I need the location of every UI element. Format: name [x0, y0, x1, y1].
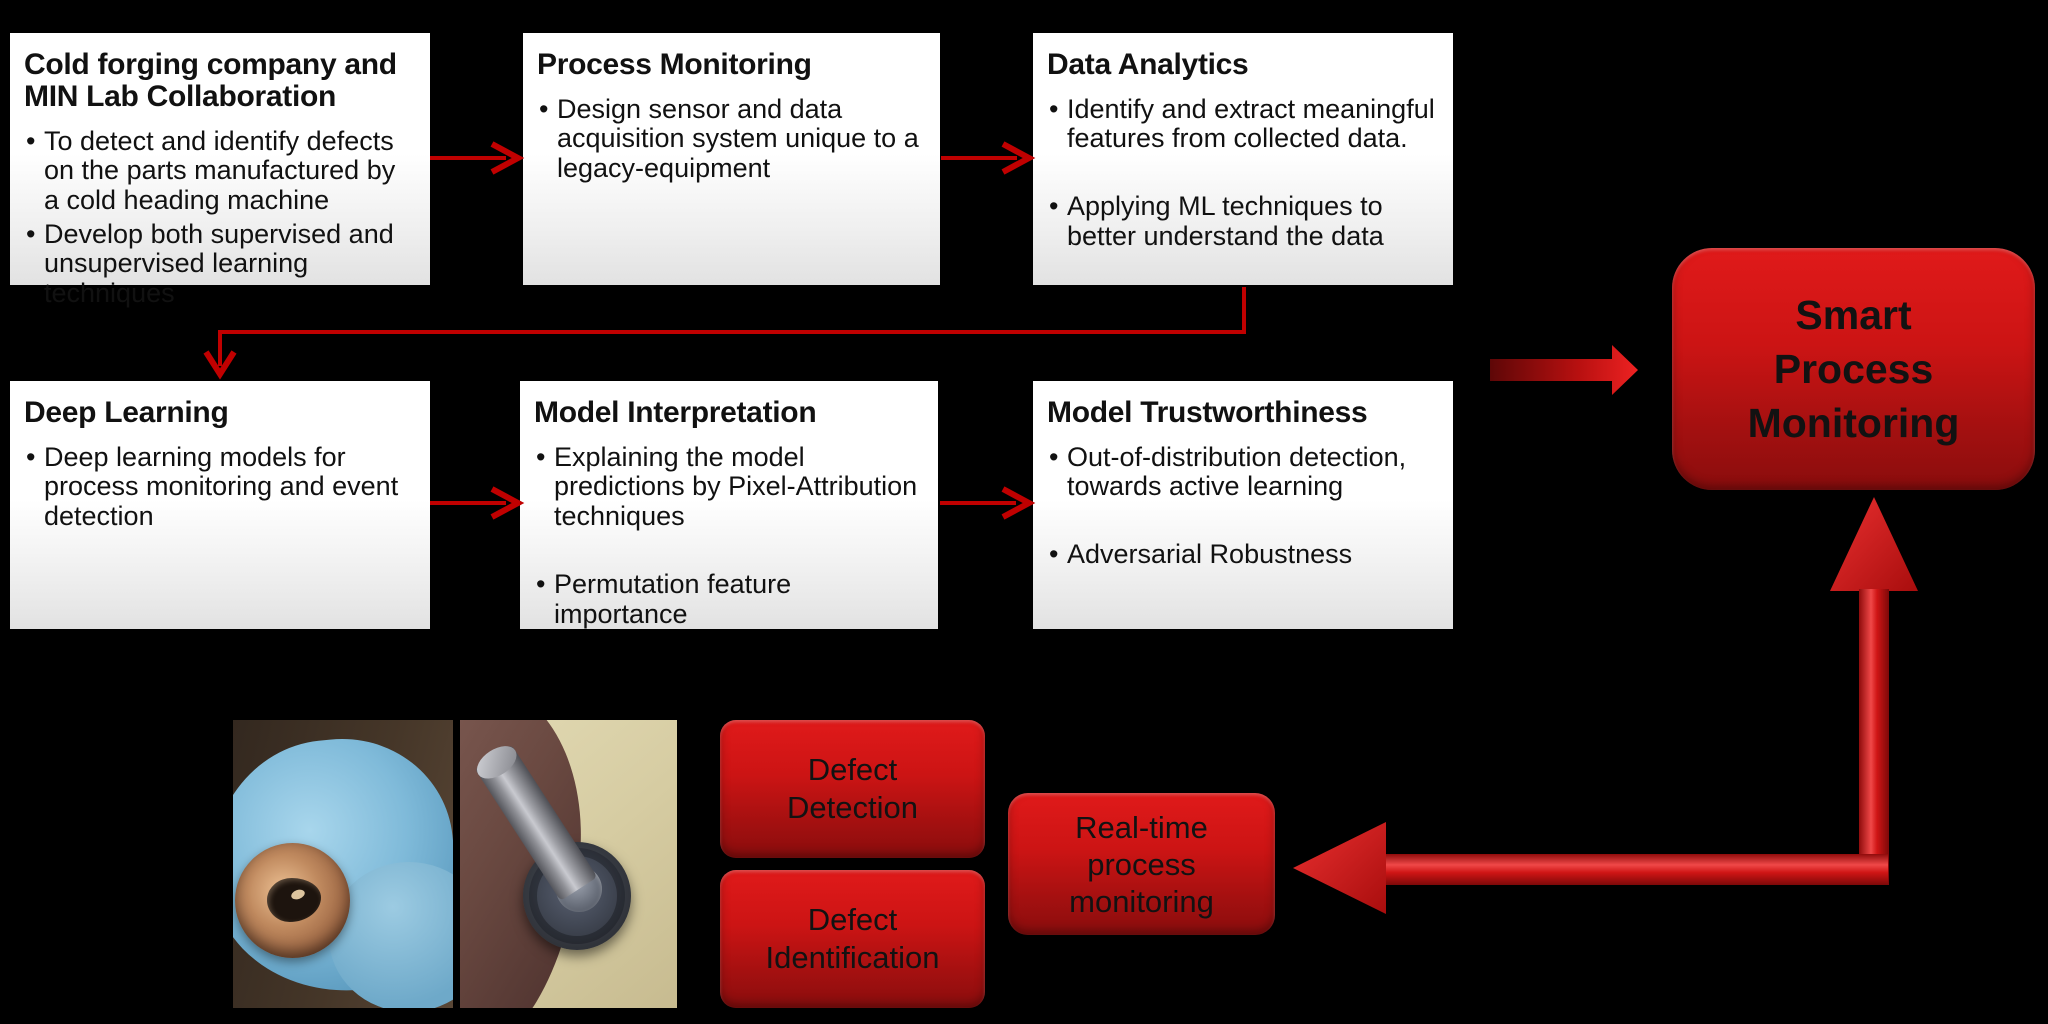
flow-box-title: Deep Learning: [24, 396, 229, 429]
flow-box-data-analytics: Data Analytics Identify and extract mean…: [1033, 33, 1453, 285]
node-line: Identification: [765, 940, 940, 975]
node-realtime-process-monitoring: Real-time process monitoring: [1008, 793, 1275, 935]
arrowhead-collab-to-process: [490, 141, 525, 175]
flow-box-bullet: Design sensor and data acquisition syste…: [537, 94, 926, 184]
photo-stripped-screw-in-blue-glove: [233, 720, 453, 1008]
connector-analytics-to-deep: [218, 287, 1246, 366]
blue-glove-fold: [329, 862, 453, 1008]
flow-box-bullet: Explaining the model predictions by Pixe…: [534, 442, 924, 532]
node-defect-identification: Defect Identification: [720, 870, 985, 1008]
node-line: Real-time: [1075, 809, 1208, 845]
node-line: Monitoring: [1747, 400, 1960, 446]
block-arrow-to-smart: [1490, 345, 1638, 395]
arrowhead-analytics-to-deep: [203, 350, 237, 380]
feedback-shaft-horizontal: [1385, 854, 1888, 885]
flow-box-bullet: Identify and extract meaningful features…: [1047, 94, 1439, 154]
flow-box-process-monitoring: Process Monitoring Design sensor and dat…: [523, 33, 940, 285]
flow-box-bullet: Develop both supervised and unsupervised…: [24, 219, 416, 309]
flow-box-bullet: Out-of-distribution detection, towards a…: [1047, 442, 1439, 502]
arrowhead-deep-to-interpretation: [490, 486, 525, 520]
flow-box-title: Model Interpretation: [534, 396, 817, 429]
flow-box-bullet: Permutation feature importance: [534, 569, 924, 629]
flow-box-bullet: Applying ML techniques to better underst…: [1047, 191, 1439, 251]
arrowhead-interpretation-to-trust: [1001, 486, 1036, 520]
flow-box-title: Data Analytics: [1047, 48, 1249, 81]
flow-box-bullet: Adversarial Robustness: [1047, 539, 1439, 570]
node-line: monitoring: [1069, 883, 1214, 919]
node-defect-detection: Defect Detection: [720, 720, 985, 858]
node-line: Process: [1773, 346, 1934, 392]
arrowhead-process-to-analytics: [1001, 141, 1036, 175]
node-line: Detection: [787, 790, 918, 825]
flow-box-collaboration: Cold forging company and MIN Lab Collabo…: [10, 33, 430, 308]
node-line: process: [1087, 846, 1196, 882]
node-line: Defect: [807, 752, 898, 787]
flow-box-title: Cold forging company and MIN Lab Collabo…: [24, 48, 397, 113]
node-line: Defect: [807, 902, 898, 937]
feedback-arrowhead-up: [1830, 497, 1918, 591]
node-smart-process-monitoring: Smart Process Monitoring: [1672, 248, 2035, 490]
flow-box-model-interpretation: Model Interpretation Explaining the mode…: [520, 381, 938, 629]
flow-box-bullet: Deep learning models for process monitor…: [24, 442, 416, 532]
feedback-arrowhead-left: [1293, 822, 1386, 914]
flow-box-title: Process Monitoring: [537, 48, 812, 81]
flow-box-deep-learning: Deep Learning Deep learning models for p…: [10, 381, 430, 629]
feedback-shaft-vertical: [1859, 589, 1889, 885]
flow-box-title: Model Trustworthiness: [1047, 396, 1368, 429]
flow-box-bullet: To detect and identify defects on the pa…: [24, 126, 416, 216]
node-line: Smart: [1795, 292, 1912, 338]
flow-box-model-trustworthiness: Model Trustworthiness Out-of-distributio…: [1033, 381, 1453, 629]
photo-fastener-on-workbench: [460, 720, 677, 1008]
